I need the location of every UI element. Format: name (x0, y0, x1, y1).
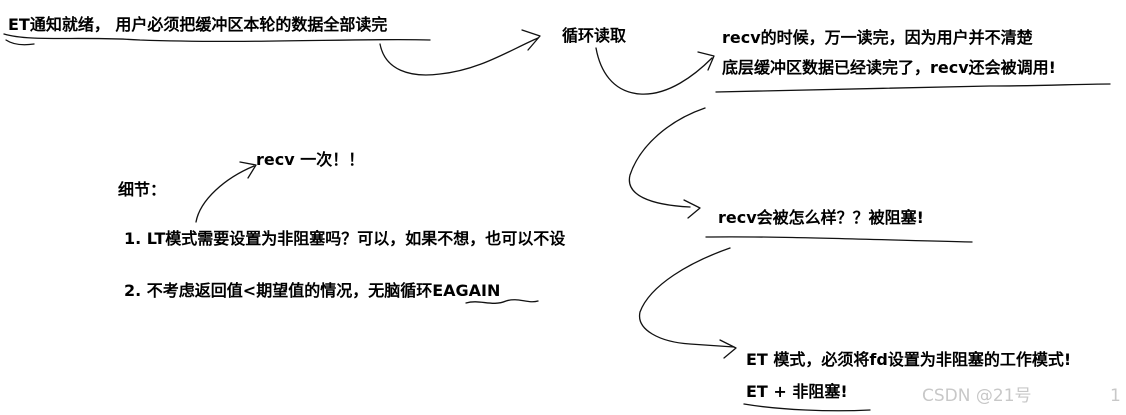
underline-et-nonblock (743, 403, 871, 412)
underline-et-ready-tail (5, 39, 35, 46)
arrow-to-recv-once (195, 165, 255, 223)
arrow-to-recv-what-head (683, 199, 701, 219)
arrow-to-loop-read-head (521, 29, 541, 51)
arrow-to-recv-note-head (697, 51, 715, 71)
watermark-page-mark: 1 (1110, 386, 1121, 406)
arrow-to-et-mode-head (719, 339, 737, 359)
note-recv-line-2: 底层缓冲区数据已经读完了，recv还会被调用! (722, 58, 1056, 77)
arrow-to-recv-once-head (239, 161, 257, 179)
note-et-mode-line-1: ET 模式，必须将fd设置为非阻塞的工作模式! (746, 350, 1072, 369)
detail-item-2: 2. 不考虑返回值<期望值的情况，无脑循环EAGAIN (124, 281, 501, 300)
underline-recv-what (705, 236, 973, 243)
note-recv-line-1: recv的时候，万一读完，因为用户并不清楚 (722, 28, 1033, 47)
note-et-mode-line-2: ET + 非阻塞! (746, 382, 848, 401)
arrow-to-recv-note (595, 47, 713, 95)
underline-recv-note (715, 83, 1111, 93)
note-loop-read: 循环读取 (562, 26, 627, 45)
note-recv-what: recv会被怎么样？？被阻塞! (718, 208, 924, 227)
detail-item-1: 1. LT模式需要设置为非阻塞吗？可以，如果不想，也可以不设 (124, 229, 566, 248)
note-recv-once: recv 一次！！ (256, 150, 365, 169)
arrow-to-loop-read (379, 37, 539, 76)
arrow-to-et-mode (639, 247, 735, 348)
details-title: 细节： (118, 180, 167, 199)
arrow-to-recv-what (628, 107, 706, 208)
note-et-ready: ET通知就绪， 用户必须把缓冲区本轮的数据全部读完 (8, 15, 388, 34)
underline-et-ready (3, 33, 431, 43)
watermark-text: CSDN @21号 (922, 386, 1032, 406)
